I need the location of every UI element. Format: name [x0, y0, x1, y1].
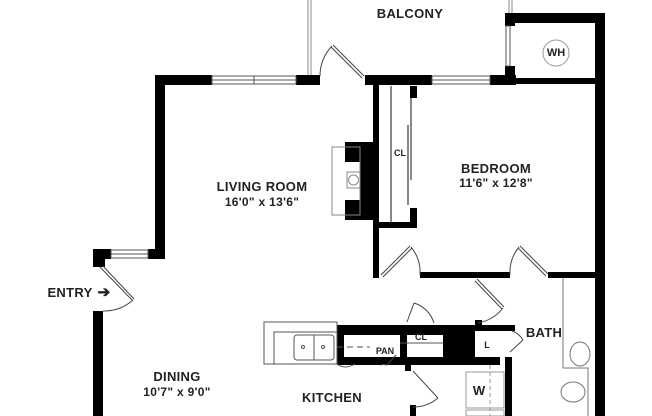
water-heater-icon [542, 39, 570, 67]
bedroom-label: BEDROOM [461, 161, 531, 176]
pantry-label: PAN [375, 346, 395, 356]
fireplace [331, 146, 361, 216]
bedroom-dims: 11'6" x 12'8" [459, 176, 533, 190]
bedroom-closet-label: CL [394, 148, 406, 158]
living-room-label: LIVING ROOM [216, 179, 308, 194]
balcony-rails [307, 0, 513, 78]
water-heater-label: WH [546, 47, 566, 59]
kitchen-label: KITCHEN [302, 390, 362, 405]
dining-dims: 10'7" x 9'0" [143, 385, 211, 399]
kitchen-counter [263, 321, 443, 368]
living-room-dims: 16'0" x 13'6" [224, 195, 300, 209]
bath-fixtures [560, 278, 591, 416]
dining-label: DINING [153, 369, 201, 384]
linen-label: L [484, 340, 490, 350]
bath-label: BATH [525, 325, 563, 340]
entry-label: ENTRY [47, 285, 93, 300]
balcony-label: BALCONY [376, 6, 444, 21]
windows [110, 25, 511, 259]
washer-label: W [472, 383, 486, 398]
entry-arrow-icon: ➔ [97, 284, 111, 301]
closet-rods [390, 86, 412, 222]
hall-closet-label: CL [415, 332, 427, 342]
doors [99, 44, 549, 408]
washer-dryer [465, 365, 505, 416]
